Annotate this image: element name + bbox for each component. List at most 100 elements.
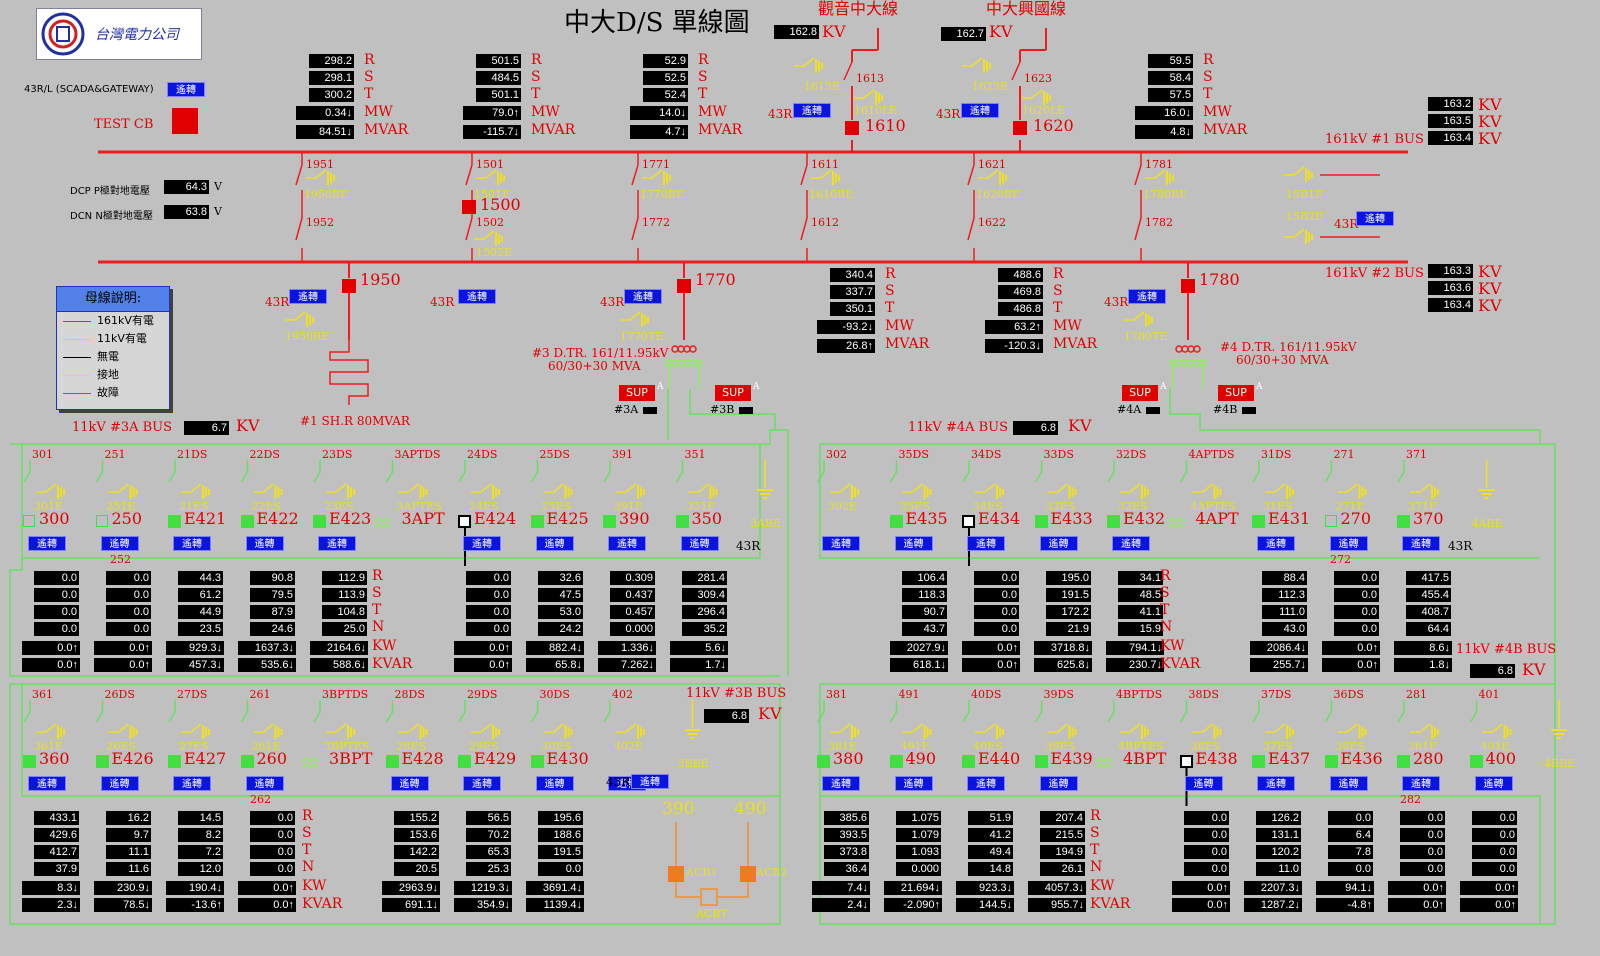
remote-button[interactable]: 遙轉 [894,776,933,791]
feeder-breaker[interactable] [1107,515,1120,528]
feeder-breaker[interactable] [603,515,616,528]
feeder-breaker-black[interactable] [458,515,471,528]
remote-button[interactable]: 遙轉 [1112,536,1150,551]
dcn-unit: V [214,205,222,218]
circuit-breaker[interactable] [342,279,356,293]
feeder-breaker[interactable] [889,755,903,768]
feeder-breaker[interactable] [23,755,36,768]
feeder-breaker[interactable] [1397,515,1410,528]
feeder-breaker[interactable] [385,755,399,768]
feeder-breaker[interactable] [168,755,181,768]
feeder-breaker[interactable] [530,515,544,528]
circuit-breaker[interactable] [677,279,691,293]
feeder-breaker[interactable] [1252,755,1265,768]
disconnect-switch [817,711,825,723]
disconnect-switch [962,471,970,483]
feeder-breaker[interactable] [889,515,903,528]
remote-button[interactable]: 遙轉 [535,776,574,791]
meter-r: 51.9 [968,811,1013,825]
remote-button[interactable]: 遙轉 [458,289,496,304]
circuit-breaker[interactable] [1013,121,1027,135]
feeder-breaker[interactable] [1397,755,1410,768]
feeder-breaker[interactable] [530,755,544,768]
remote-button[interactable]: 遙轉 [245,536,284,551]
remote-button[interactable]: 遙轉 [245,776,284,791]
ground-switch-label: 33ES [1045,500,1076,513]
remote-button[interactable]: 遙轉 [390,776,429,791]
meter-r: 0.0 [466,571,511,585]
ground-switch-icon [408,723,419,733]
feeder-breaker[interactable] [313,515,326,528]
remote-button[interactable]: 遙轉 [463,776,501,791]
bus-coupler-breaker[interactable] [462,200,476,214]
circuit-breaker[interactable] [845,121,859,135]
feeder-breaker[interactable] [817,755,830,768]
remote-button[interactable]: 遙轉 [793,103,831,118]
remote-button[interactable]: 遙轉 [680,536,719,551]
feeder-breaker[interactable] [240,515,254,528]
remote-button[interactable]: 遙轉 [1257,776,1295,791]
feeder-breaker[interactable] [675,515,689,528]
disconnect-switch [1179,471,1188,483]
feeder-breaker-black[interactable] [1179,755,1193,768]
feeder-breaker[interactable] [1324,755,1338,768]
remote-button[interactable]: 遙轉 [535,536,574,551]
test-cb-switch[interactable] [172,108,198,134]
feeder-breaker-open[interactable] [1324,515,1337,527]
remote-button[interactable]: 遙轉 [624,289,662,304]
remote-button[interactable]: 遙轉 [28,776,66,791]
feeder-breaker[interactable] [1252,515,1265,528]
bus2-label: 161kV #2 BUS [1325,266,1424,281]
ground-switch-label: 38ES [1190,740,1221,753]
remote-button[interactable]: 遙轉 [100,536,139,551]
ground-switch-label: 29ES [469,740,499,753]
feeder-breaker[interactable] [962,755,975,768]
remote-button[interactable]: 遙轉 [318,536,356,551]
feeder-breaker-open[interactable] [23,515,35,527]
circuit-breaker[interactable] [1181,279,1195,293]
feeder-breaker[interactable] [458,755,471,768]
remote-button[interactable]: 遙轉 [1356,211,1394,226]
remote-button[interactable]: 遙轉 [1474,776,1513,791]
remote-button[interactable]: 遙轉 [1128,289,1166,304]
feeder-breaker[interactable] [1034,515,1048,528]
remote-button[interactable]: 遙轉 [1184,776,1223,791]
feeder-breaker[interactable] [1034,755,1048,768]
remote-button[interactable]: 遙轉 [961,103,999,118]
remote-button[interactable]: 遙轉 [967,536,1005,551]
remote-button[interactable]: 遙轉 [967,776,1005,791]
remote-button[interactable]: 遙轉 [1257,536,1295,551]
remote-button[interactable]: 遙轉 [1039,776,1078,791]
remote-button[interactable]: 遙轉 [1402,536,1440,551]
remote-button[interactable]: 遙轉 [289,289,327,304]
feeder-breaker[interactable] [95,755,109,768]
feeder-breaker[interactable] [168,515,181,528]
remote-button[interactable]: 遙轉 [100,776,139,791]
remote-button[interactable]: 遙轉 [631,774,669,789]
remote-button[interactable]: 遙轉 [1329,776,1368,791]
remote-button[interactable]: 遙轉 [822,536,860,551]
meter-s: 191.5 [1046,588,1091,602]
remote-button[interactable]: 遙轉 [173,536,211,551]
feeder-breaker[interactable] [1469,755,1483,768]
feeder-breaker-black[interactable] [962,515,975,528]
scada-remote-button[interactable]: 遙轉 [167,82,205,97]
remote-button[interactable]: 遙轉 [608,536,646,551]
remote-button[interactable]: 遙轉 [173,776,211,791]
remote-button[interactable]: 遙轉 [28,536,66,551]
feeder-breaker-open[interactable] [95,515,108,527]
feeder-breaker[interactable] [240,755,254,768]
remote-button[interactable]: 遙轉 [463,536,501,551]
remote-button[interactable]: 遙轉 [1039,536,1078,551]
transformer-winding-icon [683,345,691,353]
remote-button[interactable]: 遙轉 [822,776,860,791]
remote-button[interactable]: 遙轉 [1402,776,1440,791]
legend-swatch [63,357,91,358]
remote-button[interactable]: 遙轉 [1329,536,1368,551]
meter-n: 0.0 [974,622,1019,636]
acb2-breaker[interactable] [740,866,756,882]
acb1-breaker[interactable] [668,866,684,882]
remote-button[interactable]: 遙轉 [894,536,933,551]
meter-s: 8.2 [178,828,223,842]
meter-kvar: 457.3↓ [166,658,224,672]
